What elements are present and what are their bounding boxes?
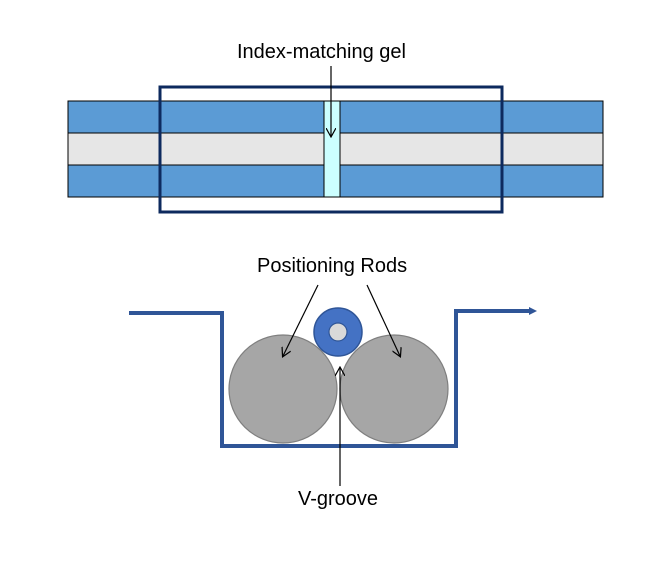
left-fiber-cladding-top <box>67 100 325 134</box>
positioning-rod-right <box>339 334 449 444</box>
rods-arrow-right <box>366 284 400 356</box>
v-groove-cross-section <box>129 284 537 486</box>
right-fiber-cladding-top <box>339 100 604 134</box>
index-matching-gel <box>323 100 341 198</box>
rods-arrow-left <box>283 284 319 356</box>
v-groove-label: V-groove <box>298 488 379 510</box>
positioning-rod-left <box>228 334 338 444</box>
positioning-rods-label: Positioning Rods <box>257 255 408 277</box>
groove-end-arrowhead <box>529 307 537 315</box>
fiber-cross-section-core <box>328 322 348 342</box>
right-fiber-cladding-bottom <box>339 164 604 198</box>
left-fiber-cladding-bottom <box>67 164 325 198</box>
fiber-splice-side-view <box>67 66 604 214</box>
right-fiber-core <box>339 132 604 166</box>
groove-outline <box>129 309 531 448</box>
index-matching-gel-label: Index-matching gel <box>237 41 406 63</box>
left-fiber-core <box>67 132 325 166</box>
